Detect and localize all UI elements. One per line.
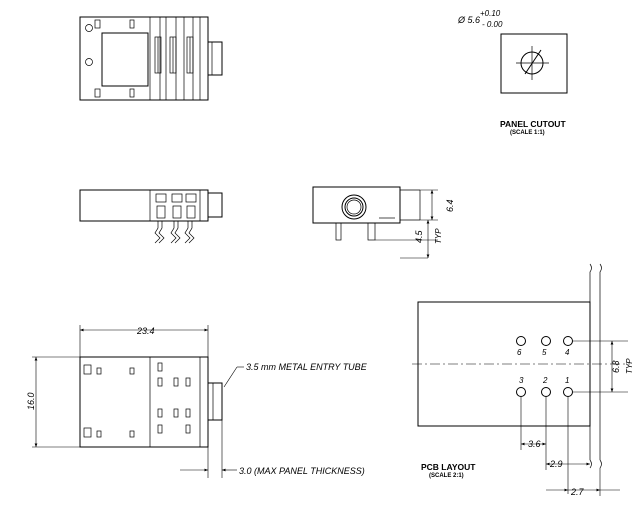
cutout-scale: (SCALE 1:1) — [510, 130, 545, 136]
bottom-dim-length: 23.4 — [136, 326, 155, 336]
cutout-tol-minus: - 0.00 — [482, 20, 503, 29]
pin-label-1: 1 — [565, 376, 569, 385]
pcb-title: PCB LAYOUT — [421, 462, 476, 472]
side-view: 6.4 4.5 TYP — [312, 186, 455, 259]
front-view — [79, 189, 223, 244]
bottom-dim-height: 16.0 — [26, 392, 36, 410]
callout-tube: 3.5 mm METAL ENTRY TUBE — [246, 362, 368, 372]
pcb-dim-row: 6.8 — [611, 360, 621, 373]
pin-label-2: 2 — [542, 376, 548, 385]
side-dim-typ: 4.5 — [414, 229, 424, 243]
pin-label-3: 3 — [519, 376, 524, 385]
callout-panel-thickness: 3.0 (MAX PANEL THICKNESS) — [239, 466, 365, 476]
pcb-dim-offset: 2.9 — [549, 459, 563, 469]
pcb-scale: (SCALE 2:1) — [429, 473, 464, 479]
pcb-typ-label: TYP — [625, 358, 634, 374]
top-view — [79, 16, 223, 101]
pin-label-6: 6 — [517, 348, 522, 357]
cutout-diameter: Ø 5.6 — [457, 15, 480, 25]
cutout-tol-plus: +0.10 — [480, 9, 501, 18]
pcb-layout: 6 5 4 3 2 1 3.6 2.9 2.7 6.8 TYP PCB LAYO… — [412, 263, 634, 497]
pcb-dim-edge: 2.7 — [570, 487, 585, 497]
pcb-dim-pitch: 3.6 — [528, 439, 541, 449]
pin-label-4: 4 — [565, 348, 570, 357]
panel-cutout: Ø 5.6 +0.10 - 0.00 PANEL CUTOUT (SCALE 1… — [457, 9, 568, 136]
side-typ-label: TYP — [434, 228, 443, 244]
side-dim-total: 6.4 — [445, 199, 455, 212]
cutout-title: PANEL CUTOUT — [500, 119, 566, 129]
bottom-view: 23.4 16.0 3.5 mm METAL ENTRY TUBE 3.0 (M… — [26, 325, 368, 478]
pin-label-5: 5 — [542, 348, 547, 357]
